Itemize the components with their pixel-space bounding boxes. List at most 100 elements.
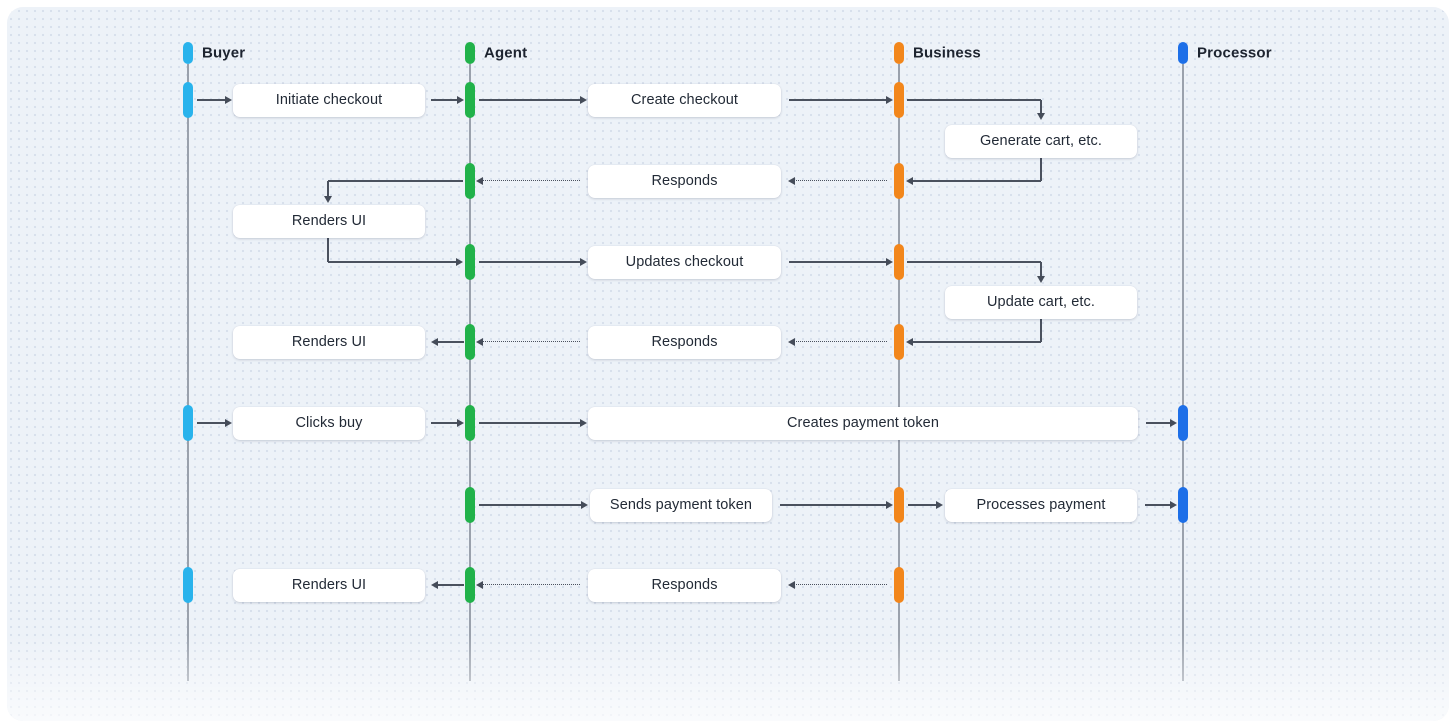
message-line-dotted [794,584,887,585]
arrowhead [456,258,463,266]
arrowhead [225,96,232,104]
message-box-updates-checkout: Updates checkout [588,245,781,279]
message-line [479,261,581,263]
message-line-vertical [1040,100,1042,114]
message-line [789,261,887,263]
activation-bar-agent [465,405,475,441]
arrowhead [457,419,464,427]
message-box-responds: Responds [588,164,781,198]
arrowhead [1170,419,1177,427]
message-line [431,422,458,424]
arrowhead [886,258,893,266]
message-box-initiate-checkout: Initiate checkout [233,83,425,117]
message-line-dotted [483,341,580,342]
arrowhead [886,96,893,104]
message-line-dotted [483,584,580,585]
message-line [780,504,887,506]
actor-label-agent: Agent [484,44,528,62]
arrowhead [788,581,795,589]
arrowhead [581,501,588,509]
arrowhead [906,177,913,185]
lifeline-buyer [187,64,189,681]
message-line [908,504,937,506]
activation-bar-buyer [183,405,193,441]
activation-bar-agent [465,244,475,280]
arrowhead [476,581,483,589]
message-line [479,504,582,506]
arrowhead [936,501,943,509]
arrowhead [431,338,438,346]
message-line [431,99,458,101]
message-line-dotted [794,341,887,342]
actor-pill-buyer [183,42,193,64]
activation-bar-buyer [183,567,193,603]
activation-bar-agent [465,324,475,360]
activation-bar-processor [1178,487,1188,523]
arrowhead [1170,501,1177,509]
arrowhead [580,96,587,104]
message-line [437,584,464,586]
message-line-vertical [327,238,329,262]
message-box-creates-payment-token: Creates payment token [588,406,1138,440]
arrowhead [476,338,483,346]
message-box-update-cart-etc: Update cart, etc. [945,285,1137,319]
activation-bar-business [894,567,904,603]
arrowhead [476,177,483,185]
activation-bar-agent [465,163,475,199]
arrowhead [788,338,795,346]
actor-pill-business [894,42,904,64]
message-box-renders-ui: Renders UI [233,568,425,602]
message-line [1146,422,1171,424]
activation-bar-business [894,487,904,523]
actor-pill-agent [465,42,475,64]
message-line [479,422,581,424]
message-line [479,99,581,101]
message-line-vertical [1040,319,1042,342]
lifeline-agent [469,64,471,681]
message-box-create-checkout: Create checkout [588,83,781,117]
activation-bar-business [894,324,904,360]
actor-pill-processor [1178,42,1188,64]
arrowhead [225,419,232,427]
actor-label-processor: Processor [1197,44,1272,62]
message-line [907,261,1041,263]
message-box-generate-cart-etc: Generate cart, etc. [945,124,1137,158]
lifeline-business [898,64,900,681]
activation-bar-buyer [183,82,193,118]
message-line-vertical [327,181,329,197]
message-box-renders-ui: Renders UI [233,204,425,238]
message-box-responds: Responds [588,568,781,602]
message-line-dotted [483,180,580,181]
arrowhead [580,258,587,266]
message-box-renders-ui: Renders UI [233,325,425,359]
activation-bar-agent [465,487,475,523]
message-line [1145,504,1171,506]
message-line [907,99,1041,101]
lifeline-processor [1182,64,1184,681]
activation-bar-business [894,163,904,199]
message-line [328,261,457,263]
message-line-dotted [794,180,887,181]
actor-label-business: Business [913,44,981,62]
activation-bar-business [894,82,904,118]
arrowhead [580,419,587,427]
message-line [197,99,226,101]
arrowhead [906,338,913,346]
activation-bar-business [894,244,904,280]
arrowhead [457,96,464,104]
arrowhead [788,177,795,185]
activation-bar-processor [1178,405,1188,441]
message-box-processes-payment: Processes payment [945,488,1137,522]
arrowhead [1037,113,1045,120]
arrowhead [1037,276,1045,283]
message-line-vertical [1040,262,1042,277]
message-box-clicks-buy: Clicks buy [233,406,425,440]
activation-bar-agent [465,82,475,118]
arrowhead [324,196,332,203]
message-line [437,341,464,343]
message-line [197,422,226,424]
message-line [328,180,463,182]
message-line [912,180,1041,182]
message-box-responds: Responds [588,325,781,359]
arrowhead [431,581,438,589]
